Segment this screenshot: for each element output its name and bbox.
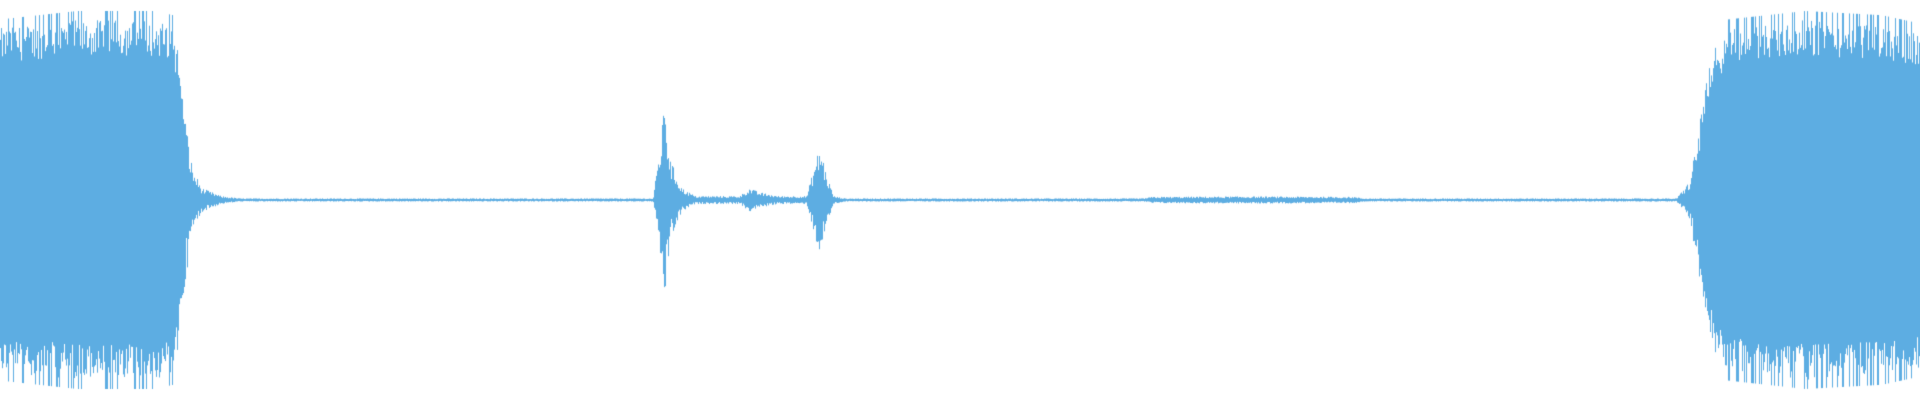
audio-waveform (0, 0, 1920, 400)
